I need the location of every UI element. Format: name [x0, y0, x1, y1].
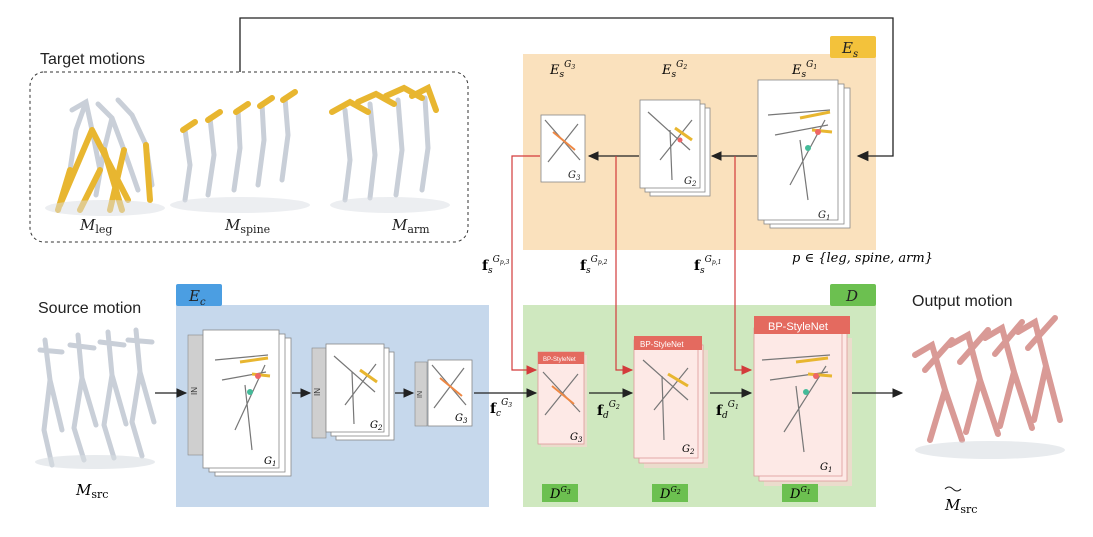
m-spine-label: Mspine: [224, 216, 270, 236]
source-skeletons: [35, 327, 157, 469]
decoder-badge: D: [830, 284, 876, 306]
svg-text:E: E: [841, 39, 853, 57]
style-injection-2: [615, 156, 634, 375]
svg-text:IN: IN: [190, 387, 199, 395]
output-skeletons: [912, 315, 1065, 459]
style-injection-1: [734, 156, 753, 375]
decoder-g2-badge: DG2: [652, 484, 688, 502]
style-injection-3: [511, 155, 540, 375]
content-encoder-badge: E c: [176, 284, 222, 308]
style-stack-g2: G2: [639, 99, 711, 197]
style-stack-g1: G1: [757, 79, 851, 229]
svg-text:c: c: [200, 297, 206, 308]
m-src-output-label: Msrc: [944, 486, 977, 516]
decoder-g1-badge: DG1: [782, 484, 818, 502]
output-motion-label: Output motion: [912, 293, 1013, 310]
style-encoder-badge: E s: [830, 36, 876, 60]
m-leg-label: Mleg: [79, 216, 112, 236]
svg-text:D: D: [845, 287, 858, 305]
target-to-style-arrow: [239, 17, 894, 162]
svg-text:s: s: [853, 49, 858, 60]
content-stack-g1: IN G1: [187, 329, 292, 477]
style-feature-2-label: fsGp,2: [580, 255, 608, 276]
content-feature-label: fcG3: [490, 398, 512, 419]
source-motion-label: Source motion: [38, 300, 141, 317]
decoder-stack-g3: BP-StyleNet G3: [537, 351, 587, 447]
m-arm-label: Marm: [391, 216, 430, 236]
style-feature-3-label: fsGp,3: [482, 255, 510, 276]
decoder-stack-g1: BP-StyleNet G1: [753, 316, 852, 486]
content-stack-g2: IN G2: [311, 343, 395, 441]
target-leg-skeletons: [45, 97, 165, 216]
p-set-label: p ∈ {leg, spine, arm}: [792, 251, 933, 266]
svg-text:BP-StyleNet: BP-StyleNet: [640, 340, 684, 349]
svg-text:E: E: [188, 287, 200, 305]
target-motions-label: Target motions: [40, 51, 145, 68]
decoder-stack-g2: BP-StyleNet G2: [633, 336, 708, 468]
m-src-label: Msrc: [75, 481, 108, 501]
style-feature-1-label: fsGp,1: [694, 255, 721, 276]
svg-text:BP-StyleNet: BP-StyleNet: [543, 357, 576, 363]
target-spine-skeletons: [170, 89, 310, 213]
svg-text:IN: IN: [417, 391, 424, 398]
decoder-g3-badge: DG3: [542, 484, 578, 502]
svg-text:IN: IN: [313, 388, 322, 396]
style-stack-g3: G3: [540, 114, 586, 183]
svg-text:Msrc: Msrc: [944, 496, 977, 516]
target-motions-box: [29, 71, 469, 243]
content-stack-g3: IN G3: [414, 359, 473, 427]
svg-text:BP-StyleNet: BP-StyleNet: [768, 321, 828, 333]
target-arm-skeletons: [329, 83, 450, 213]
